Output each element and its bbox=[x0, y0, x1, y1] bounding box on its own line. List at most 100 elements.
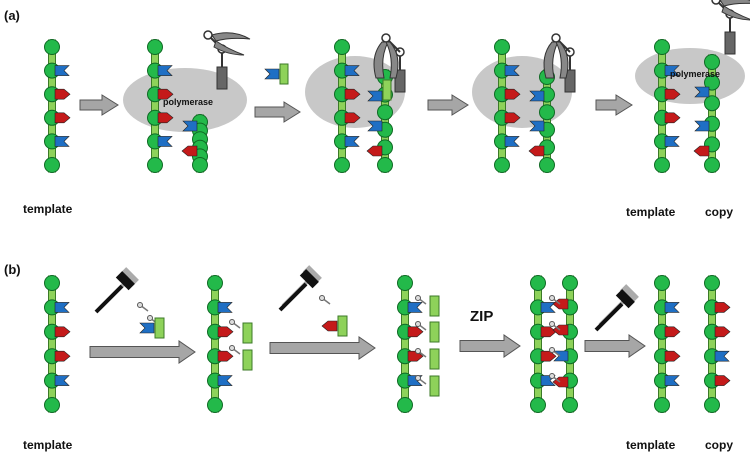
b-template-strand-3 bbox=[397, 275, 413, 413]
a-block-3 bbox=[382, 79, 392, 101]
b-hammer-3-handle bbox=[594, 302, 624, 332]
a-template-5-base-blue bbox=[664, 136, 680, 147]
a-template-strand-1-node bbox=[44, 157, 60, 173]
a-template-4-base-blue bbox=[504, 65, 520, 76]
b-template-strand-3-node bbox=[397, 275, 413, 291]
a-arrow-1 bbox=[79, 94, 119, 116]
b-copy-strand-4-node bbox=[562, 397, 578, 413]
b-nail-5-head bbox=[319, 295, 325, 301]
b-copy-5-base-2 bbox=[714, 350, 730, 362]
a-template-2-base-blue bbox=[157, 136, 173, 147]
b-nail-4-head bbox=[229, 345, 235, 351]
a-copy-5-base-1 bbox=[694, 120, 710, 132]
b-nail-4-0-head bbox=[549, 295, 555, 301]
b-copy-strand-4-backbone bbox=[566, 275, 574, 413]
a-copy-4-base-2 bbox=[528, 145, 545, 157]
b-template-5-base-red bbox=[664, 326, 681, 338]
b-block-2a bbox=[242, 322, 253, 344]
b-block-3-3 bbox=[429, 375, 440, 397]
b-hammer-1-head bbox=[115, 271, 135, 291]
a-copy-4-base-1 bbox=[529, 120, 545, 132]
b-template-1-base-blue bbox=[54, 302, 70, 313]
b-template-1-base-red bbox=[54, 350, 71, 362]
b-copy-strand-4 bbox=[562, 275, 578, 413]
b-nail-2-head bbox=[147, 315, 153, 321]
b-template-3-base-red bbox=[407, 326, 424, 338]
b-hammer-ghost-2-head bbox=[302, 265, 322, 285]
a-copy-3-base-2 bbox=[366, 145, 383, 157]
b-hammer-3 bbox=[594, 289, 635, 332]
b-template-strand-1 bbox=[44, 275, 60, 413]
b-nail-1-head bbox=[137, 302, 143, 308]
a-template-3-base-red bbox=[344, 112, 361, 124]
b-template-strand-4-node bbox=[530, 275, 546, 291]
a-copy-2-base-2 bbox=[181, 145, 198, 157]
a-template-strand-4-backbone bbox=[498, 39, 506, 173]
a-copy-5-base-0 bbox=[694, 86, 710, 98]
b-nail-3-3-head bbox=[415, 375, 421, 381]
b-free-base-1 bbox=[139, 322, 155, 334]
b-nail-4-1-head bbox=[549, 321, 555, 327]
a-copy-strand-5-node bbox=[704, 74, 720, 91]
panel-a-template-label: template bbox=[23, 202, 73, 216]
zip-label: ZIP bbox=[470, 308, 494, 325]
b-block-3-0 bbox=[429, 295, 440, 317]
a-robot-arm-3-claw-right bbox=[555, 41, 569, 79]
a-copy-strand-5-node bbox=[704, 157, 720, 173]
a-robot-arm-3 bbox=[543, 33, 576, 93]
b-nail-3-2-head bbox=[415, 348, 421, 354]
a-template-1-base-red bbox=[54, 112, 71, 124]
a-template-4-base-blue bbox=[504, 136, 520, 147]
b-template-strand-5-backbone bbox=[658, 275, 666, 413]
a-robot-arm-3-joint-2 bbox=[551, 33, 561, 43]
a-robot-arm-4-claw-upper bbox=[719, 0, 750, 7]
a-template-strand-3-backbone bbox=[338, 39, 346, 173]
b-copy-strand-5-node bbox=[704, 397, 720, 413]
a-arrow-4 bbox=[595, 94, 633, 116]
b-arrow-3 bbox=[459, 334, 521, 358]
b-template-strand-2 bbox=[207, 275, 223, 413]
b-arrow-2 bbox=[269, 336, 376, 360]
panel-a-final-template-label: template bbox=[626, 205, 676, 219]
b-template-strand-2-node bbox=[207, 397, 223, 413]
b-copy-strand-5-backbone bbox=[708, 275, 716, 413]
a-template-5-base-blue bbox=[664, 65, 680, 76]
a-template-4-base-red bbox=[504, 88, 521, 100]
b-copy-strand-4-node bbox=[562, 275, 578, 291]
b-template-1-base-red bbox=[54, 326, 71, 338]
a-template-3-base-red bbox=[344, 88, 361, 100]
b-template-1-base-blue bbox=[54, 375, 70, 386]
b-template-2-base-blue bbox=[217, 375, 233, 386]
a-template-strand-3-node bbox=[334, 157, 350, 173]
a-template-strand-2-backbone bbox=[151, 39, 159, 173]
a-copy-5-base-2 bbox=[693, 145, 710, 157]
a-copy-strand-2-node bbox=[192, 157, 208, 173]
b-block-3-1 bbox=[429, 321, 440, 343]
b-template-2-base-blue bbox=[217, 302, 233, 313]
a-template-4-base-red bbox=[504, 112, 521, 124]
a-template-strand-5-backbone bbox=[658, 39, 666, 173]
a-template-strand-2-node bbox=[147, 157, 163, 173]
a-robot-arm-2 bbox=[373, 33, 406, 93]
a-template-1-base-blue bbox=[54, 136, 70, 147]
a-arrow-3 bbox=[427, 94, 469, 116]
b-nail-4-3-head bbox=[549, 373, 555, 379]
a-copy-strand-5-node bbox=[704, 54, 720, 70]
b-free-block-2 bbox=[337, 315, 348, 337]
b-template-4-base-blue bbox=[540, 302, 556, 313]
b-template-4-base-red bbox=[540, 326, 557, 338]
b-copy-strand-5-node bbox=[704, 275, 720, 291]
b-arrow-4 bbox=[584, 334, 646, 358]
b-template-strand-4-backbone bbox=[534, 275, 542, 413]
a-template-strand-4-node bbox=[494, 39, 510, 55]
a-copy-3-base-0 bbox=[367, 90, 383, 102]
a-copy-strand-5-node bbox=[704, 95, 720, 112]
b-template-3-base-blue bbox=[407, 302, 423, 313]
panel-b-final-template-label: template bbox=[626, 438, 676, 452]
panel-b-label: (b) bbox=[4, 262, 21, 277]
a-robot-arm-4 bbox=[711, 0, 750, 55]
b-template-strand-5 bbox=[654, 275, 670, 413]
a-copy-strand-5 bbox=[704, 54, 720, 173]
a-robot-arm-4-base bbox=[724, 31, 736, 55]
b-nail-3-1-head bbox=[415, 321, 421, 327]
